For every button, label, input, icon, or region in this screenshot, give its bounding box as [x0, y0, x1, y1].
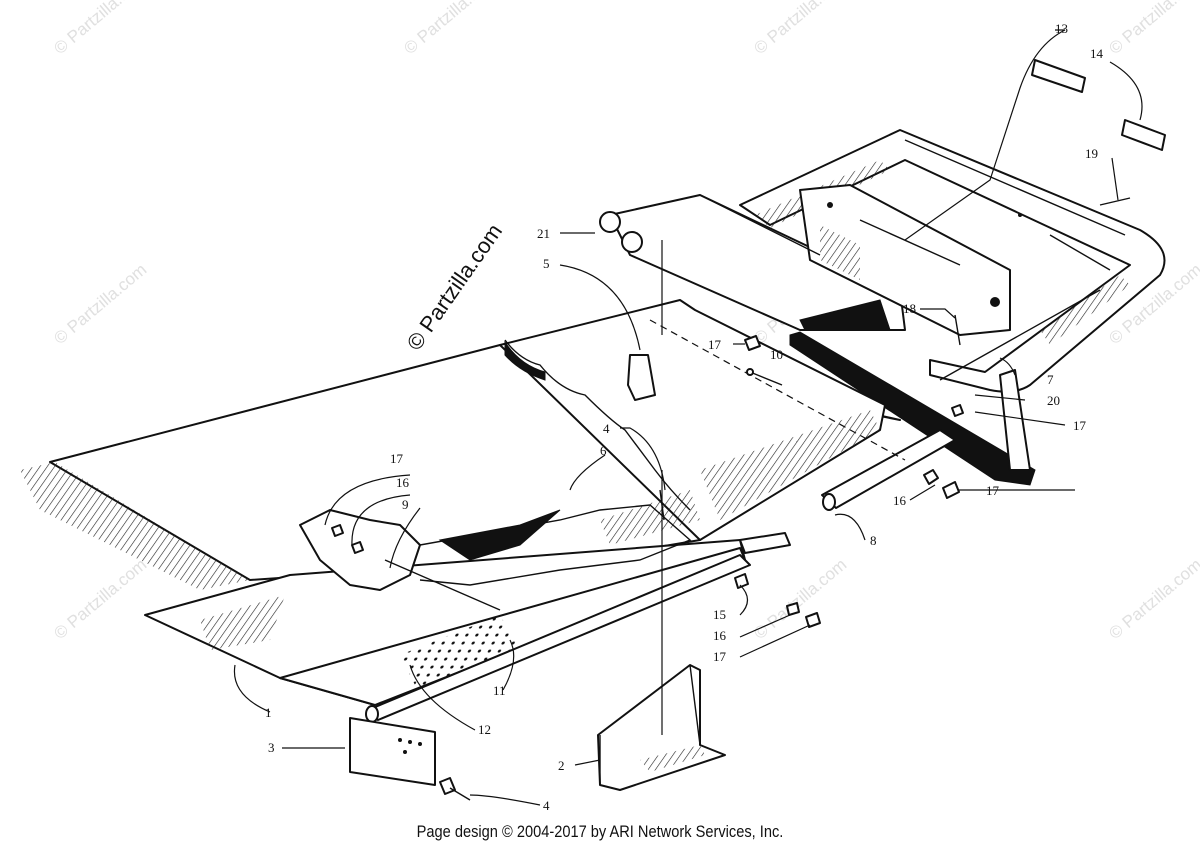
part-running-board	[144, 532, 791, 723]
callout-6: 6	[600, 443, 607, 458]
callout-labels: 13 14 19 21 5 18 17 10 7 20 17 4 6 17 16…	[265, 21, 1104, 813]
callout-16: 16	[396, 475, 410, 490]
callout-17: 17	[986, 483, 1000, 498]
callout-8: 8	[870, 533, 877, 548]
callout-14: 14	[1090, 46, 1104, 61]
part-plate	[349, 717, 436, 786]
callout-1: 1	[265, 705, 272, 720]
callout-21: 21	[537, 226, 550, 241]
callout-9: 10	[770, 347, 783, 362]
hardware-group	[331, 197, 1131, 801]
footer-copyright: Page design © 2004-2017 by ARI Network S…	[416, 822, 784, 841]
callout-4: 4	[603, 421, 610, 436]
callout-16: 16	[713, 628, 727, 643]
callout-18: 18	[903, 301, 916, 316]
part-reflector-decals	[1031, 59, 1166, 151]
callout-4: 4	[543, 798, 550, 813]
callout-15: 15	[713, 607, 726, 622]
callout-19: 19	[1085, 146, 1098, 161]
callout-12: 12	[478, 722, 491, 737]
callout-11: 11	[493, 683, 506, 698]
callout-17: 17	[390, 451, 404, 466]
callout-17: 17	[713, 649, 727, 664]
part-axle	[821, 429, 956, 511]
watermark: © Partzilla.com	[50, 260, 150, 348]
watermark-main: © Partzilla.com	[402, 219, 508, 355]
leader-lines	[233, 29, 1143, 806]
callout-13: 13	[1055, 21, 1068, 36]
callout-17: 17	[708, 337, 722, 352]
watermark: © Partzilla.com	[750, 0, 850, 58]
watermark: © Partzilla.com	[400, 0, 500, 58]
part-pivot-bracket	[599, 184, 1011, 336]
watermark: © Partzilla.com	[50, 555, 150, 643]
watermark: © Partzilla.com	[50, 0, 150, 58]
callout-17: 17	[1073, 418, 1087, 433]
part-support-bar	[789, 331, 1036, 486]
callout-16: 16	[893, 493, 907, 508]
callout-20: 20	[1047, 393, 1060, 408]
callout-7: 7	[1047, 372, 1054, 387]
callout-3: 3	[268, 740, 275, 755]
callout-2: 2	[558, 758, 565, 773]
callout-5: 5	[543, 256, 550, 271]
watermark: © Partzilla.com	[1105, 0, 1200, 58]
callout-10: 9	[402, 497, 409, 512]
watermark: © Partzilla.com	[1105, 555, 1200, 643]
